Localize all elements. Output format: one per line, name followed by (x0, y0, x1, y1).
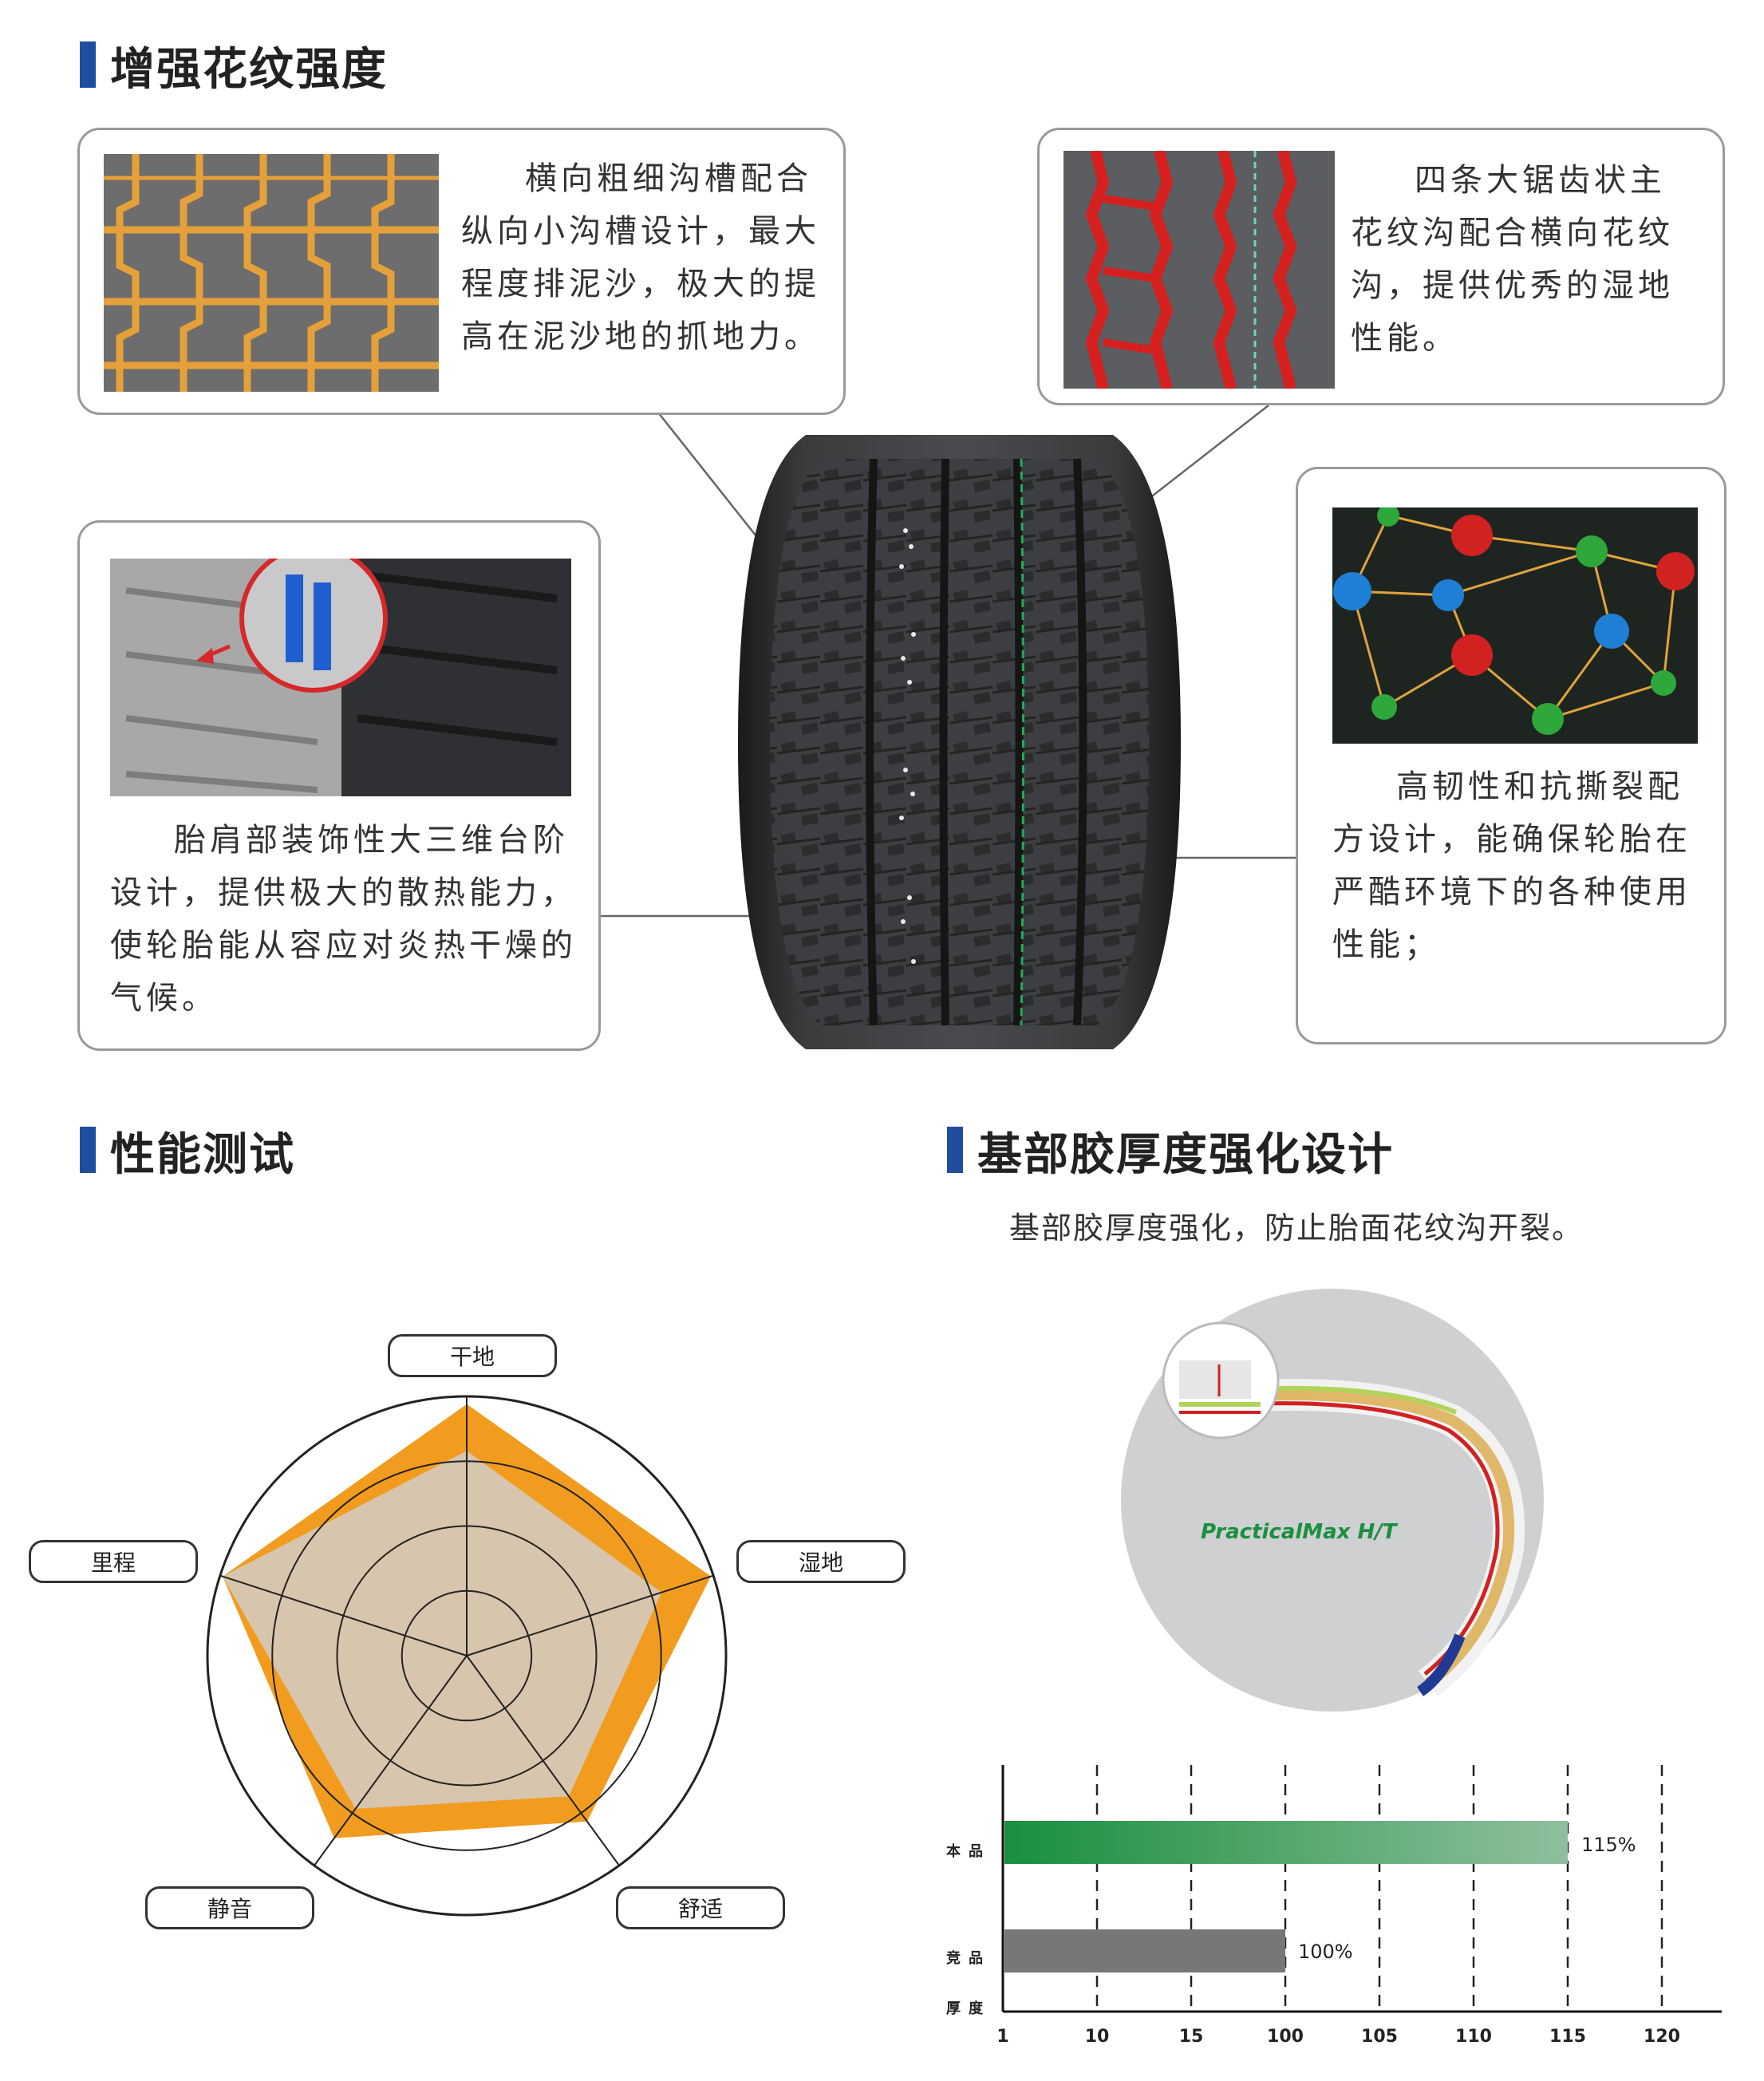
section-subtitle-base: 基部胶厚度强化，防止胎面花纹沟开裂。 (1009, 1210, 1584, 1246)
bar-tick-label: 120 (1644, 2027, 1680, 2047)
tread-groove-photo (104, 154, 439, 392)
radar-axis-2 (466, 1655, 620, 1866)
callout-compound: 高韧性和抗撕裂配方设计，能确保轮胎在严酷环境下的各种使用性能； (1296, 467, 1727, 1044)
tire-cross-section: PracticalMax H/T (1121, 1289, 1544, 1712)
bar-tick-label: 105 (1361, 2027, 1398, 2047)
tire-photo (738, 435, 1181, 1049)
bar-value-product: 115% (1581, 1834, 1636, 1856)
callout-main-groove: 四条大锯齿状主花纹沟配合横向花纹沟，提供优秀的湿地性能。 (1037, 128, 1725, 405)
section-marker (80, 1127, 96, 1173)
bar-category-product: 本品 (946, 1843, 991, 1860)
tire-model-label: PracticalMax H/T (1201, 1520, 1399, 1544)
radar-axis-4 (219, 1574, 468, 1657)
radar-label-comfort: 舒适 (616, 1886, 785, 1929)
bar-tick-label: 10 (1084, 2027, 1110, 2047)
callout-compound-text: 高韧性和抗撕裂配方设计，能确保轮胎在严酷环境下的各种使用性能； (1332, 768, 1691, 963)
section-marker (80, 41, 96, 88)
bar-category-competitor: 竞品 (946, 1950, 991, 1967)
compound-molecule-image (1332, 507, 1698, 744)
performance-radar-chart (206, 1395, 728, 1917)
bar-axis-title: 厚度 (946, 2000, 991, 2017)
bar-tick-label: 1 (996, 2027, 1009, 2047)
callout-shoulder: 胎肩部装饰性大三维台阶设计，提供极大的散热能力，使轮胎能从容应对炎热干燥的气候。 (77, 520, 601, 1051)
bar-0 (1004, 1821, 1568, 1864)
section-title-performance: 性能测试 (110, 1129, 295, 1181)
section-title-tread: 增强花纹强度 (110, 44, 388, 96)
radar-series-1 (223, 1451, 662, 1809)
bar-1 (1004, 1929, 1285, 1972)
main-groove-photo (1064, 151, 1335, 389)
section-marker (947, 1127, 963, 1173)
bar-tick-label: 110 (1455, 2027, 1492, 2047)
radar-label-wet: 湿地 (736, 1540, 906, 1583)
callout-shoulder-text: 胎肩部装饰性大三维台阶设计，提供极大的散热能力，使轮胎能从容应对炎热干燥的气候。 (110, 822, 577, 1017)
bar-value-competitor: 100% (1298, 1941, 1353, 1963)
callout-main-groove-text: 四条大锯齿状主花纹沟配合横向花纹沟，提供优秀的湿地性能。 (1351, 162, 1674, 357)
callout-groove: 横向粗细沟槽配合纵向小沟槽设计，最大程度排泥沙，极大的提高在泥沙地的抓地力。 (77, 128, 846, 415)
radar-axis-3 (314, 1655, 468, 1866)
shoulder-photo (110, 559, 571, 796)
bar-tick-label: 115 (1549, 2027, 1586, 2047)
callout-groove-text: 横向粗细沟槽配合纵向小沟槽设计，最大程度排泥沙，极大的提高在泥沙地的抓地力。 (461, 160, 820, 355)
radar-label-dry: 干地 (388, 1334, 557, 1377)
radar-label-mileage: 里程 (29, 1540, 198, 1583)
section-title-base: 基部胶厚度强化设计 (977, 1129, 1394, 1181)
bar-tick-label: 15 (1178, 2027, 1204, 2047)
radar-axis-1 (466, 1574, 714, 1657)
radar-label-quiet: 静音 (145, 1886, 314, 1929)
bar-tick-label: 100 (1267, 2027, 1304, 2047)
